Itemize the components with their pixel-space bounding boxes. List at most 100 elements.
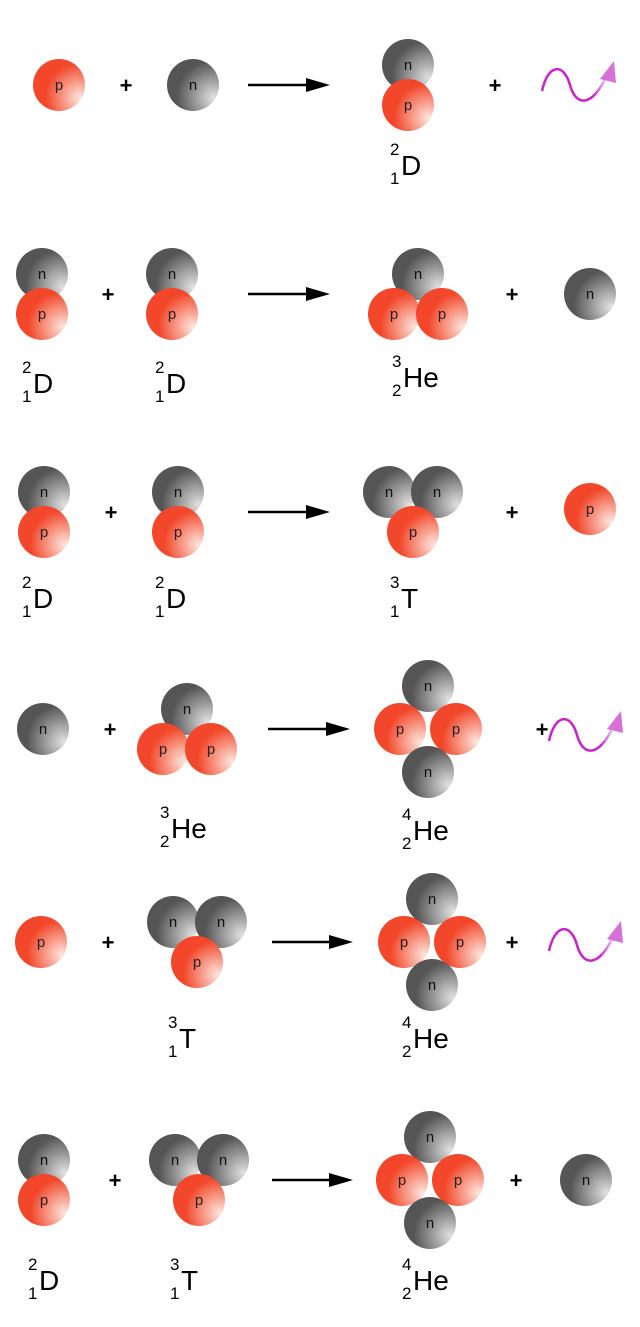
- neutron-letter: n: [219, 1152, 227, 1169]
- reaction-5-product-1-particle-4: n: [406, 959, 458, 1011]
- neutron-letter: n: [414, 266, 422, 283]
- neutron-letter: n: [424, 764, 432, 781]
- neutron-sphere: [146, 248, 198, 300]
- reaction-2-reactant-2-particle-1: n: [146, 248, 198, 300]
- proton-letter: p: [400, 934, 408, 951]
- neutron-letter: n: [586, 286, 594, 303]
- plus-sign: +: [105, 500, 118, 525]
- mass-number: 3: [168, 1013, 177, 1032]
- proton-sphere: [15, 916, 67, 968]
- proton-sphere: [432, 1154, 484, 1206]
- plus-sign: +: [104, 717, 117, 742]
- reaction-arrow-icon: [272, 1173, 353, 1187]
- neutron-letter: n: [40, 484, 48, 501]
- reaction-6-product-1-particle-3: p: [432, 1154, 484, 1206]
- reaction-arrow-icon: [248, 78, 330, 92]
- proton-letter: p: [193, 954, 201, 971]
- reaction-2-product-2-particle-1: n: [564, 268, 616, 320]
- proton-sphere: [387, 506, 439, 558]
- proton-sphere: [33, 59, 85, 111]
- reaction-6-reactant-2-particle-1: n: [149, 1134, 201, 1186]
- neutron-letter: n: [426, 1129, 434, 1146]
- proton-letter: p: [586, 501, 594, 518]
- neutron-sphere: [197, 1134, 249, 1186]
- proton-letter: p: [456, 934, 464, 951]
- neutron-letter: n: [40, 1152, 48, 1169]
- neutron-sphere: [18, 1134, 70, 1186]
- proton-sphere: [185, 723, 237, 775]
- plus-sign: +: [506, 282, 519, 307]
- proton-sphere: [376, 1154, 428, 1206]
- atomic-number: 1: [28, 1284, 37, 1303]
- reaction-6-reactant-1-particle-1: n: [18, 1134, 70, 1186]
- reaction-5-reactant-2-particle-1: n: [147, 896, 199, 948]
- reaction-2-product-1-particle-2: p: [368, 288, 420, 340]
- neutron-sphere: [147, 896, 199, 948]
- proton-sphere: [434, 916, 486, 968]
- atomic-number: 2: [160, 832, 169, 851]
- element-symbol: T: [179, 1023, 196, 1054]
- mass-number: 4: [402, 1013, 411, 1032]
- proton-letter: p: [159, 741, 167, 758]
- reaction-3-product-2: p: [564, 483, 616, 535]
- reaction-3-reactant-2-particle-1: n: [152, 466, 204, 518]
- neutron-letter: n: [582, 1172, 590, 1189]
- neutron-sphere: [404, 1197, 456, 1249]
- proton-letter: p: [174, 524, 182, 541]
- reaction-6-product-1-particle-2: p: [376, 1154, 428, 1206]
- neutron-sphere: [195, 896, 247, 948]
- reaction-1-reactant-1: p: [33, 59, 85, 111]
- reaction-2-reactant-1-particle-2: p: [16, 288, 68, 340]
- element-symbol: T: [181, 1265, 198, 1296]
- neutron-sphere: [564, 268, 616, 320]
- atomic-number: 1: [155, 602, 164, 621]
- reaction-6-product-1-particle-1: n: [404, 1111, 456, 1163]
- neutron-sphere: [17, 703, 69, 755]
- reaction-5-reactant-2: n n p: [147, 896, 247, 988]
- neutron-letter: n: [169, 914, 177, 931]
- mass-number: 2: [22, 573, 31, 592]
- proton-letter: p: [398, 1172, 406, 1189]
- reaction-3-product-1: n np: [363, 466, 463, 558]
- reaction-3-product-1-particle-2: n: [411, 466, 463, 518]
- reaction-6-reactant-1-particle-2: p: [18, 1174, 70, 1226]
- neutron-letter: n: [189, 77, 197, 94]
- element-symbol: D: [166, 368, 186, 399]
- element-symbol: He: [413, 1023, 449, 1054]
- proton-sphere: [146, 288, 198, 340]
- reaction-6-product-2: n: [560, 1154, 612, 1206]
- mass-number: 2: [155, 573, 164, 592]
- proton-sphere: [16, 288, 68, 340]
- neutron-letter: n: [385, 484, 393, 501]
- element-symbol: D: [39, 1265, 59, 1296]
- neutron-sphere: [402, 746, 454, 798]
- neutron-letter: n: [168, 266, 176, 283]
- atomic-number: 1: [390, 602, 399, 621]
- reaction-3-product-1-particle-1: n: [363, 466, 415, 518]
- neutron-letter: n: [428, 977, 436, 994]
- proton-sphere: [152, 506, 204, 558]
- reaction-5-reactant-1: p: [15, 916, 67, 968]
- neutron-sphere: [406, 959, 458, 1011]
- proton-sphere: [430, 703, 482, 755]
- neutron-sphere: [149, 1134, 201, 1186]
- reaction-2-reactant-1: np: [16, 248, 68, 340]
- reaction-5-product-1-particle-2: p: [378, 916, 430, 968]
- proton-sphere: [368, 288, 420, 340]
- neutron-letter: n: [217, 914, 225, 931]
- reaction-3-product-1-particle-3: p: [387, 506, 439, 558]
